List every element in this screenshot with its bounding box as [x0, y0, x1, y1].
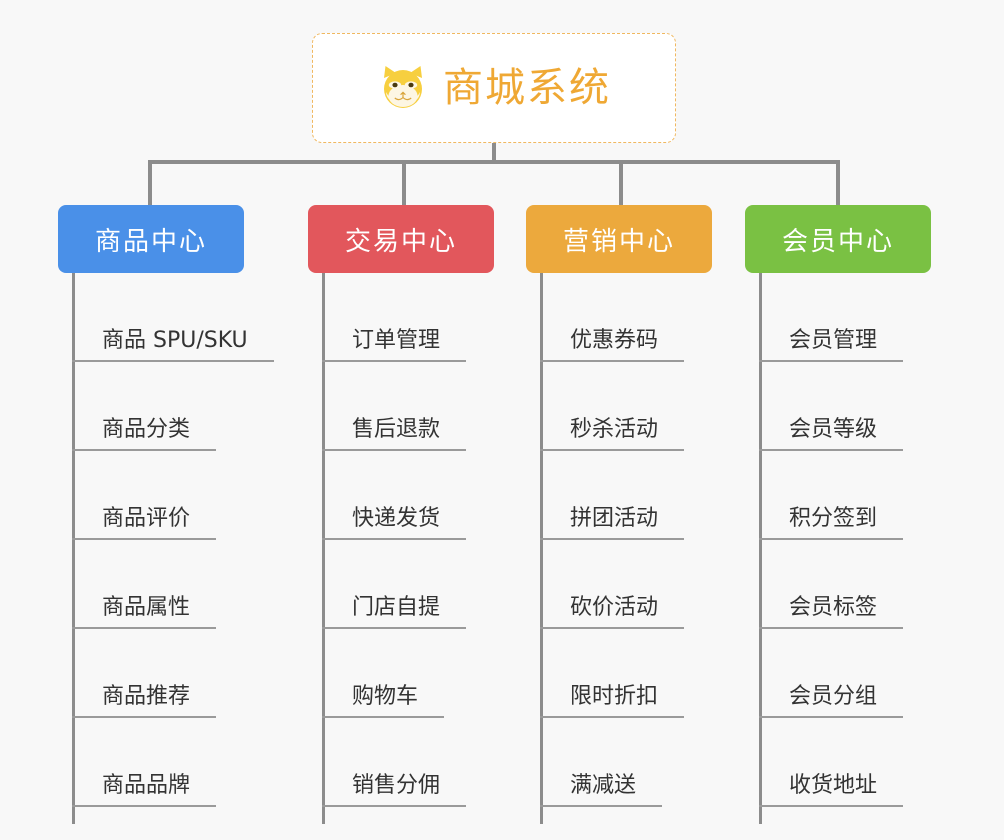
leaf-item-label: 售后退款 [352, 417, 441, 442]
leaf-item[interactable]: 商品推荐 [72, 629, 274, 718]
leaf-item-underline: 商品 SPU/SKU [72, 322, 274, 362]
leaf-item-underline: 限时折扣 [540, 678, 685, 718]
category-box-trade-center[interactable]: 交易中心 [308, 205, 494, 273]
connector-root-stem [492, 143, 496, 163]
connector-drop-marketing-center [619, 160, 623, 205]
leaf-item-underline: 会员分组 [759, 678, 904, 718]
category-label-marketing-center: 营销中心 [562, 226, 675, 257]
leaf-item-underline: 会员等级 [759, 411, 904, 451]
leaf-item-label: 购物车 [352, 684, 419, 709]
leaf-item-label: 会员管理 [789, 328, 878, 353]
leaf-item-label: 积分签到 [789, 506, 878, 531]
category-label-trade-center: 交易中心 [344, 226, 457, 257]
leaf-item-underline: 商品品牌 [72, 767, 217, 807]
leaf-item[interactable]: 会员标签 [759, 540, 904, 629]
leaf-item[interactable]: 会员管理 [759, 273, 904, 362]
leaf-item[interactable]: 商品品牌 [72, 718, 274, 807]
leaf-item-label: 优惠券码 [570, 328, 659, 353]
leaf-item-underline: 商品分类 [72, 411, 217, 451]
category-label-product-center: 商品中心 [94, 226, 207, 257]
connector-spine-product-center [72, 273, 75, 824]
leaf-item[interactable]: 售后退款 [322, 362, 467, 451]
connector-drop-member-center [836, 160, 840, 205]
leaf-item-underline: 砍价活动 [540, 589, 685, 629]
leaf-item-label: 会员标签 [789, 595, 878, 620]
leaf-list-product-center: 商品 SPU/SKU 商品分类商品评价商品属性商品推荐商品品牌 [72, 273, 274, 807]
connector-spine-member-center [759, 273, 762, 824]
leaf-item-label: 门店自提 [352, 595, 441, 620]
leaf-item-label: 商品推荐 [102, 684, 191, 709]
leaf-item-label: 销售分佣 [352, 773, 441, 798]
connector-horizontal-bar [148, 160, 836, 164]
leaf-item[interactable]: 订单管理 [322, 273, 467, 362]
leaf-item-underline: 销售分佣 [322, 767, 467, 807]
leaf-item-underline: 售后退款 [322, 411, 467, 451]
leaf-item-label: 满减送 [570, 773, 637, 798]
leaf-item[interactable]: 购物车 [322, 629, 466, 718]
leaf-item[interactable]: 商品 SPU/SKU [72, 273, 274, 362]
leaf-item[interactable]: 商品属性 [72, 540, 274, 629]
leaf-item[interactable]: 积分签到 [759, 451, 904, 540]
category-box-marketing-center[interactable]: 营销中心 [526, 205, 712, 273]
leaf-item-label: 拼团活动 [570, 506, 659, 531]
leaf-item-underline: 订单管理 [322, 322, 467, 362]
leaf-item-underline: 收货地址 [759, 767, 904, 807]
connector-spine-marketing-center [540, 273, 543, 824]
leaf-item[interactable]: 秒杀活动 [540, 362, 685, 451]
leaf-item-label: 砍价活动 [570, 595, 659, 620]
leaf-item[interactable]: 会员分组 [759, 629, 904, 718]
leaf-item-underline: 会员标签 [759, 589, 904, 629]
leaf-item[interactable]: 优惠券码 [540, 273, 685, 362]
leaf-item-underline: 会员管理 [759, 322, 904, 362]
connector-drop-product-center [148, 160, 152, 205]
leaf-item-label: 收货地址 [789, 773, 878, 798]
leaf-list-marketing-center: 优惠券码秒杀活动拼团活动砍价活动限时折扣满减送 [540, 273, 685, 807]
category-label-member-center: 会员中心 [781, 226, 894, 257]
leaf-item-label: 商品分类 [102, 417, 191, 442]
leaf-item-label: 秒杀活动 [570, 417, 659, 442]
leaf-item-underline: 购物车 [322, 678, 445, 718]
leaf-item-underline: 门店自提 [322, 589, 467, 629]
leaf-item[interactable]: 会员等级 [759, 362, 904, 451]
leaf-item-label: 订单管理 [352, 328, 441, 353]
leaf-item[interactable]: 满减送 [540, 718, 684, 807]
leaf-item-label: 商品 SPU/SKU [102, 328, 248, 353]
shiba-dog-icon [377, 62, 429, 114]
leaf-item-label: 快递发货 [352, 506, 441, 531]
leaf-item[interactable]: 商品评价 [72, 451, 274, 540]
leaf-item-underline: 满减送 [540, 767, 663, 807]
category-box-member-center[interactable]: 会员中心 [745, 205, 931, 273]
leaf-item-underline: 拼团活动 [540, 500, 685, 540]
leaf-item-underline: 积分签到 [759, 500, 904, 540]
root-title: 商城系统 [443, 65, 611, 111]
leaf-item[interactable]: 拼团活动 [540, 451, 685, 540]
leaf-list-member-center: 会员管理会员等级积分签到会员标签会员分组收货地址 [759, 273, 904, 807]
leaf-item-underline: 快递发货 [322, 500, 467, 540]
connector-drop-trade-center [402, 160, 406, 205]
leaf-item-underline: 商品属性 [72, 589, 217, 629]
leaf-list-trade-center: 订单管理售后退款快递发货门店自提购物车销售分佣 [322, 273, 467, 807]
leaf-item-underline: 秒杀活动 [540, 411, 685, 451]
leaf-item-label: 商品品牌 [102, 773, 191, 798]
leaf-item[interactable]: 限时折扣 [540, 629, 685, 718]
root-node-shop-system[interactable]: 商城系统 [312, 33, 676, 143]
leaf-item-label: 商品属性 [102, 595, 191, 620]
leaf-item[interactable]: 商品分类 [72, 362, 274, 451]
leaf-item-underline: 商品推荐 [72, 678, 217, 718]
leaf-item[interactable]: 砍价活动 [540, 540, 685, 629]
connector-spine-trade-center [322, 273, 325, 824]
leaf-item[interactable]: 门店自提 [322, 540, 467, 629]
leaf-item-label: 会员等级 [789, 417, 878, 442]
leaf-item-label: 会员分组 [789, 684, 878, 709]
leaf-item[interactable]: 收货地址 [759, 718, 904, 807]
leaf-item[interactable]: 销售分佣 [322, 718, 467, 807]
leaf-item-label: 商品评价 [102, 506, 191, 531]
leaf-item-underline: 优惠券码 [540, 322, 685, 362]
leaf-item-label: 限时折扣 [570, 684, 659, 709]
leaf-item-underline: 商品评价 [72, 500, 217, 540]
category-box-product-center[interactable]: 商品中心 [58, 205, 244, 273]
leaf-item[interactable]: 快递发货 [322, 451, 467, 540]
